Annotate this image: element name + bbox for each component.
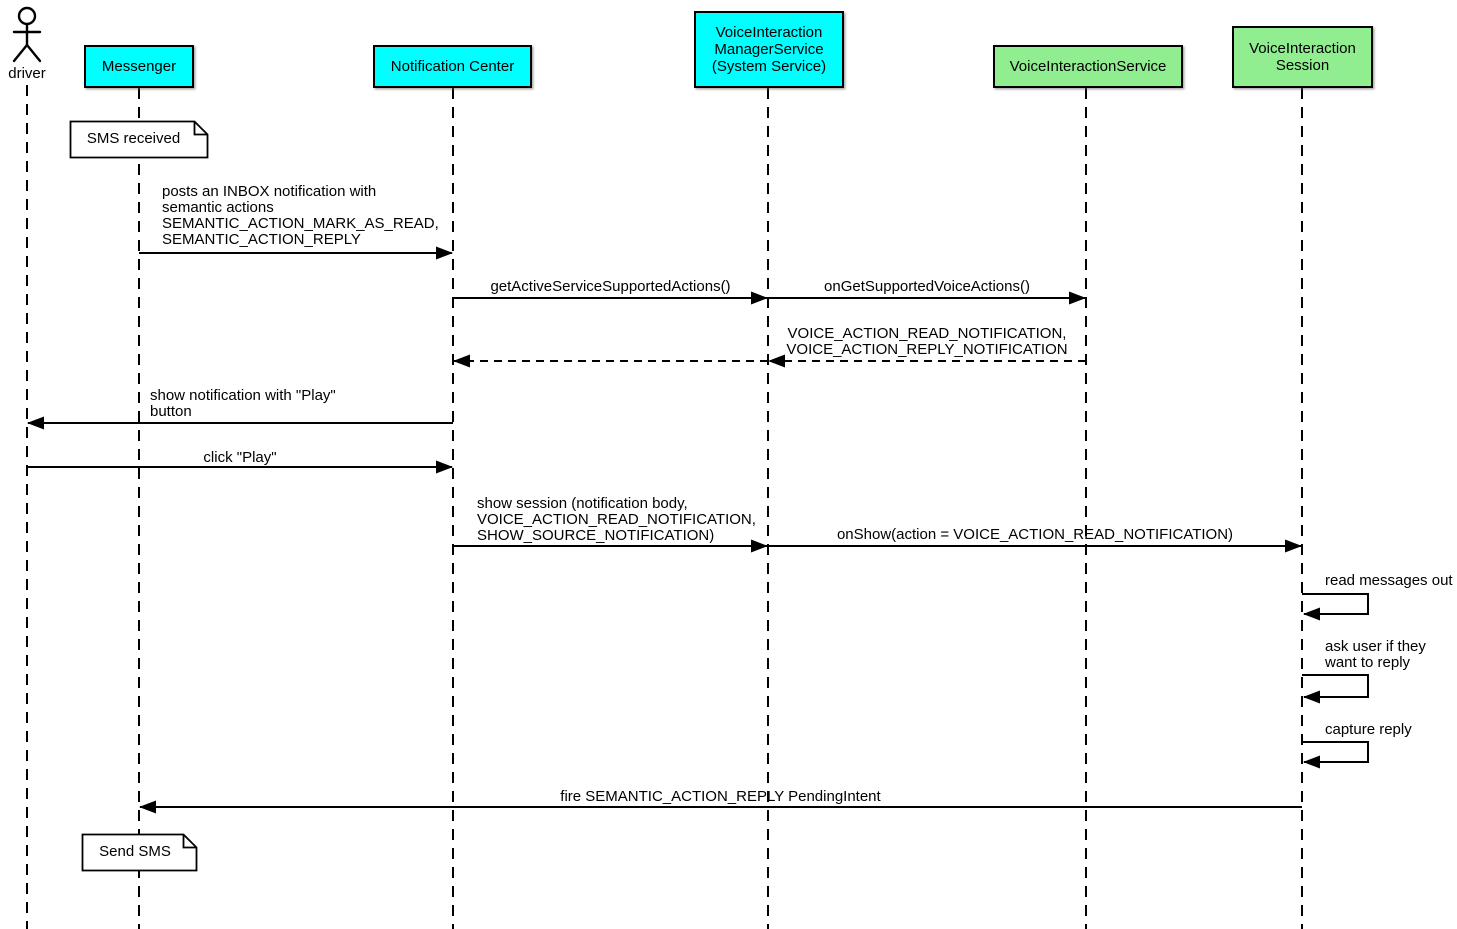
message-label-on-show: onShow(action = VOICE_ACTION_READ_NOTIFI…	[836, 526, 1234, 543]
note-sms-received-shape	[69, 120, 209, 159]
participant-voice-interaction-session: VoiceInteraction Session	[1232, 26, 1373, 88]
note-sms-received-label: SMS received	[86, 130, 181, 147]
message-label-supported-actions-return: VOICE_ACTION_READ_NOTIFICATION, VOICE_AC…	[786, 325, 1068, 358]
participant-notification-center: Notification Center	[373, 45, 532, 88]
message-label-read-messages-out: read messages out	[1325, 572, 1453, 589]
participant-voice-interaction-manager-service: VoiceInteraction ManagerService (System …	[694, 11, 844, 88]
message-label-post-inbox-notification: posts an INBOX notification with semanti…	[162, 183, 439, 248]
note-send-sms-label: Send SMS	[99, 843, 171, 860]
participant-voice-interaction-service: VoiceInteractionService	[993, 45, 1183, 88]
message-label-get-active-service-supported-actions: getActiveServiceSupportedActions()	[490, 278, 731, 295]
message-label-show-notification: show notification with "Play" button	[150, 387, 336, 420]
note-send-sms-shape	[81, 833, 198, 872]
actor-icon	[12, 6, 42, 63]
message-label-show-session: show session (notification body, VOICE_A…	[477, 495, 756, 544]
self-arrow-capture-reply	[1302, 741, 1369, 769]
message-label-on-get-supported-voice-actions: onGetSupportedVoiceActions()	[824, 278, 1030, 295]
message-label-click-play: click "Play"	[203, 449, 277, 466]
message-label-ask-user-if-reply: ask user if they want to reply	[1325, 638, 1426, 671]
actor-label: driver	[8, 65, 46, 82]
self-arrow-ask-user-if-reply	[1302, 674, 1369, 704]
message-label-capture-reply: capture reply	[1325, 721, 1412, 738]
participant-messenger: Messenger	[84, 45, 194, 88]
message-label-fire-pending-intent: fire SEMANTIC_ACTION_REPLY PendingIntent	[560, 788, 881, 805]
self-arrow-read-messages-out	[1302, 593, 1369, 621]
